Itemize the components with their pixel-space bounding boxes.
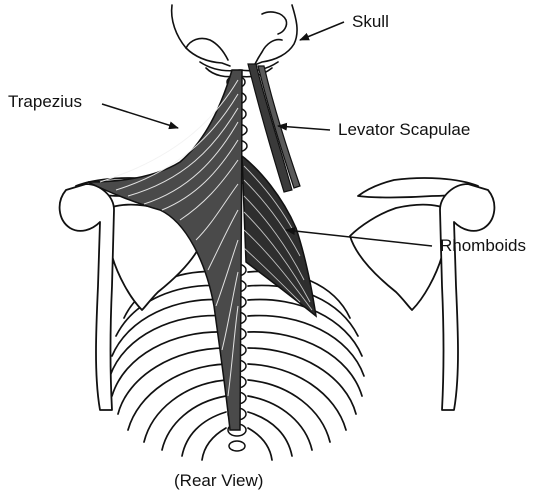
skull-label: Skull xyxy=(352,13,389,30)
rhomboids-label: Rhomboids xyxy=(440,237,526,254)
levator-scapulae-label: Levator Scapulae xyxy=(338,121,470,138)
trapezius-label: Trapezius xyxy=(8,93,82,110)
trapezius-leader-line xyxy=(102,104,178,128)
rhomboids-muscle xyxy=(242,156,316,316)
view-caption: (Rear View) xyxy=(174,472,263,489)
skull-drawing xyxy=(172,5,297,77)
levator-scapulae-leader-line xyxy=(278,126,330,130)
skull-leader-line xyxy=(300,22,344,40)
